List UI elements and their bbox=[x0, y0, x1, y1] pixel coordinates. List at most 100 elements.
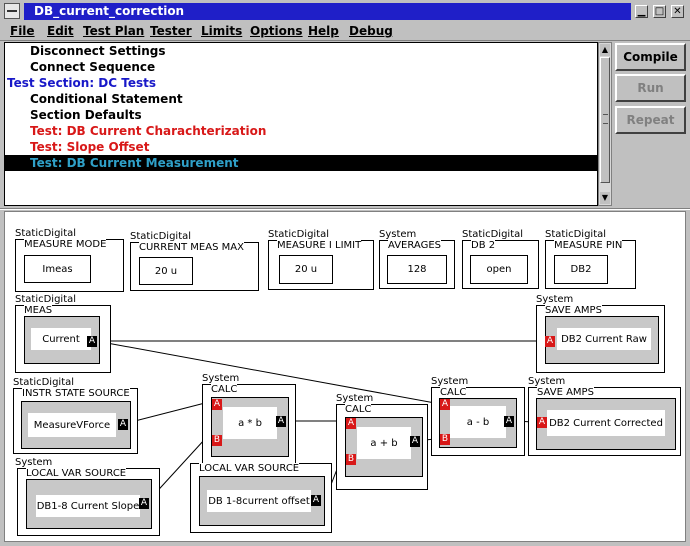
scroll-thumb[interactable] bbox=[600, 57, 610, 183]
category-label: StaticDigital bbox=[545, 229, 607, 240]
node-title: INSTR STATE SOURCE bbox=[22, 388, 130, 399]
node-measure-mode[interactable]: MEASURE MODE Imeas bbox=[15, 239, 124, 292]
node-calc-subtract[interactable]: CALC a - b A B A bbox=[431, 387, 525, 456]
run-button[interactable]: Run bbox=[615, 74, 686, 102]
list-item[interactable]: Conditional Statement bbox=[5, 91, 597, 107]
pane-divider[interactable] bbox=[0, 208, 690, 210]
list-item[interactable]: Test: Slope Offset bbox=[5, 139, 597, 155]
node-measure-pin[interactable]: MEASURE PIN DB2 bbox=[545, 240, 636, 289]
close-icon[interactable]: ✕ bbox=[671, 5, 684, 18]
wire-instr-to-mul-a bbox=[126, 402, 206, 424]
input-port-b[interactable]: B bbox=[212, 435, 222, 446]
scroll-up-icon[interactable]: ▲ bbox=[600, 44, 610, 56]
node-calc-add[interactable]: CALC a + b A B A bbox=[336, 404, 428, 490]
output-port-a[interactable]: A bbox=[87, 336, 97, 347]
window-title: DB_current_correction bbox=[34, 4, 185, 18]
wire-meas-to-sub-a bbox=[95, 340, 436, 404]
scroll-down-icon[interactable]: ▼ bbox=[600, 192, 610, 204]
node-value: open bbox=[470, 255, 528, 284]
input-port-a[interactable]: A bbox=[440, 399, 450, 410]
node-local-var-slope[interactable]: LOCAL VAR SOURCE DB1-8 Current Slope A bbox=[17, 468, 160, 536]
category-label: System bbox=[536, 294, 574, 305]
input-port-a[interactable]: A bbox=[537, 417, 547, 428]
node-meas[interactable]: MEAS Current A bbox=[15, 305, 111, 373]
menu-debug[interactable]: Debug bbox=[349, 24, 393, 38]
output-port-a[interactable]: A bbox=[410, 436, 420, 447]
list-item-label: Section Defaults bbox=[30, 108, 142, 122]
category-label: StaticDigital bbox=[13, 377, 75, 388]
category-label: StaticDigital bbox=[462, 229, 524, 240]
input-port-a[interactable]: A bbox=[545, 336, 555, 347]
list-item-label: Test: Slope Offset bbox=[30, 140, 150, 154]
node-value: 20 u bbox=[139, 257, 193, 285]
node-value: a * b bbox=[223, 407, 277, 439]
list-item[interactable]: Test: DB Current Charachterization bbox=[5, 123, 597, 139]
input-port-a[interactable]: A bbox=[346, 418, 356, 429]
node-measure-i-limit[interactable]: MEASURE I LIMIT 20 u bbox=[268, 240, 374, 290]
output-port-a[interactable]: A bbox=[276, 416, 286, 427]
menu-limits[interactable]: Limits bbox=[201, 24, 243, 38]
node-current-meas-max[interactable]: CURRENT MEAS MAX 20 u bbox=[130, 242, 259, 291]
node-value: DB 1-8current offset bbox=[207, 490, 311, 512]
node-averages[interactable]: AVERAGES 128 bbox=[379, 240, 455, 289]
list-item[interactable]: Test Section: DC Tests bbox=[5, 75, 597, 91]
wire-slope-to-mul-b bbox=[150, 438, 206, 499]
category-label: StaticDigital bbox=[130, 231, 192, 242]
menu-test-plan[interactable]: Test Plan bbox=[83, 24, 145, 38]
flow-diagram-canvas[interactable]: StaticDigital MEASURE MODE Imeas StaticD… bbox=[4, 211, 686, 542]
window-menu-icon[interactable] bbox=[4, 3, 20, 19]
list-scrollbar[interactable]: ▲ ▼ bbox=[598, 42, 612, 206]
list-item-label: Test: DB Current Measurement bbox=[30, 156, 239, 170]
node-instr-state-source[interactable]: INSTR STATE SOURCE MeasureVForce A bbox=[13, 388, 138, 454]
category-label: System bbox=[336, 393, 374, 404]
node-db2[interactable]: DB 2 open bbox=[462, 240, 539, 289]
output-port-a[interactable]: A bbox=[139, 498, 149, 509]
list-item-label: Conditional Statement bbox=[30, 92, 183, 106]
maximize-icon[interactable]: □ bbox=[653, 5, 666, 18]
node-calc-multiply[interactable]: CALC a * b A B A bbox=[202, 384, 296, 468]
output-port-a[interactable]: A bbox=[504, 416, 514, 427]
node-value: 20 u bbox=[279, 255, 333, 284]
list-item-label: Test: DB Current Charachterization bbox=[30, 124, 267, 138]
list-item[interactable]: Section Defaults bbox=[5, 107, 597, 123]
grip-icon bbox=[603, 114, 608, 124]
node-title: DB 2 bbox=[471, 240, 496, 251]
node-local-var-offset[interactable]: LOCAL VAR SOURCE DB 1-8current offset A bbox=[190, 463, 332, 533]
menu-options[interactable]: Options bbox=[250, 24, 303, 38]
menu-help[interactable]: Help bbox=[308, 24, 339, 38]
repeat-button[interactable]: Repeat bbox=[615, 106, 686, 134]
node-save-amps-corrected[interactable]: SAVE AMPS DB2 Current Corrected A bbox=[528, 387, 681, 456]
node-title: LOCAL VAR SOURCE bbox=[199, 463, 300, 474]
list-item[interactable]: Disconnect Settings bbox=[5, 43, 597, 59]
menu-file[interactable]: File bbox=[10, 24, 35, 38]
connection-wires bbox=[95, 340, 545, 501]
title-bar[interactable]: DB_current_correction ▁ □ ✕ bbox=[0, 0, 690, 22]
node-value: 128 bbox=[387, 255, 447, 284]
menu-edit[interactable]: Edit bbox=[47, 24, 74, 38]
category-label: System bbox=[379, 229, 417, 240]
menu-tester[interactable]: Tester bbox=[150, 24, 192, 38]
list-item-selected[interactable]: Test: DB Current Measurement bbox=[5, 155, 597, 171]
list-item[interactable]: Connect Sequence bbox=[5, 59, 597, 75]
category-label: System bbox=[431, 376, 469, 387]
category-label: StaticDigital bbox=[15, 228, 77, 239]
node-value: DB2 Current Corrected bbox=[547, 410, 665, 436]
node-title: MEASURE PIN bbox=[554, 240, 623, 251]
node-title: CALC bbox=[211, 384, 238, 395]
output-port-a[interactable]: A bbox=[311, 495, 321, 506]
output-port-a[interactable]: A bbox=[118, 419, 128, 430]
node-value: a + b bbox=[357, 427, 411, 459]
input-port-b[interactable]: B bbox=[440, 434, 450, 445]
minimize-icon[interactable]: ▁ bbox=[635, 5, 648, 18]
compile-button[interactable]: Compile bbox=[615, 43, 686, 71]
node-save-amps-raw[interactable]: SAVE AMPS DB2 Current Raw A bbox=[536, 305, 665, 373]
node-value: DB2 bbox=[554, 255, 608, 284]
list-item-label: Test Section: DC Tests bbox=[7, 76, 156, 90]
input-port-a[interactable]: A bbox=[212, 399, 222, 410]
node-value: Current bbox=[31, 328, 91, 350]
test-plan-list[interactable]: Disconnect Settings Connect Sequence Tes… bbox=[4, 42, 598, 206]
list-item-label: Disconnect Settings bbox=[30, 44, 166, 58]
node-title: SAVE AMPS bbox=[545, 305, 602, 316]
input-port-b[interactable]: B bbox=[346, 454, 356, 465]
node-value: Imeas bbox=[24, 255, 91, 283]
